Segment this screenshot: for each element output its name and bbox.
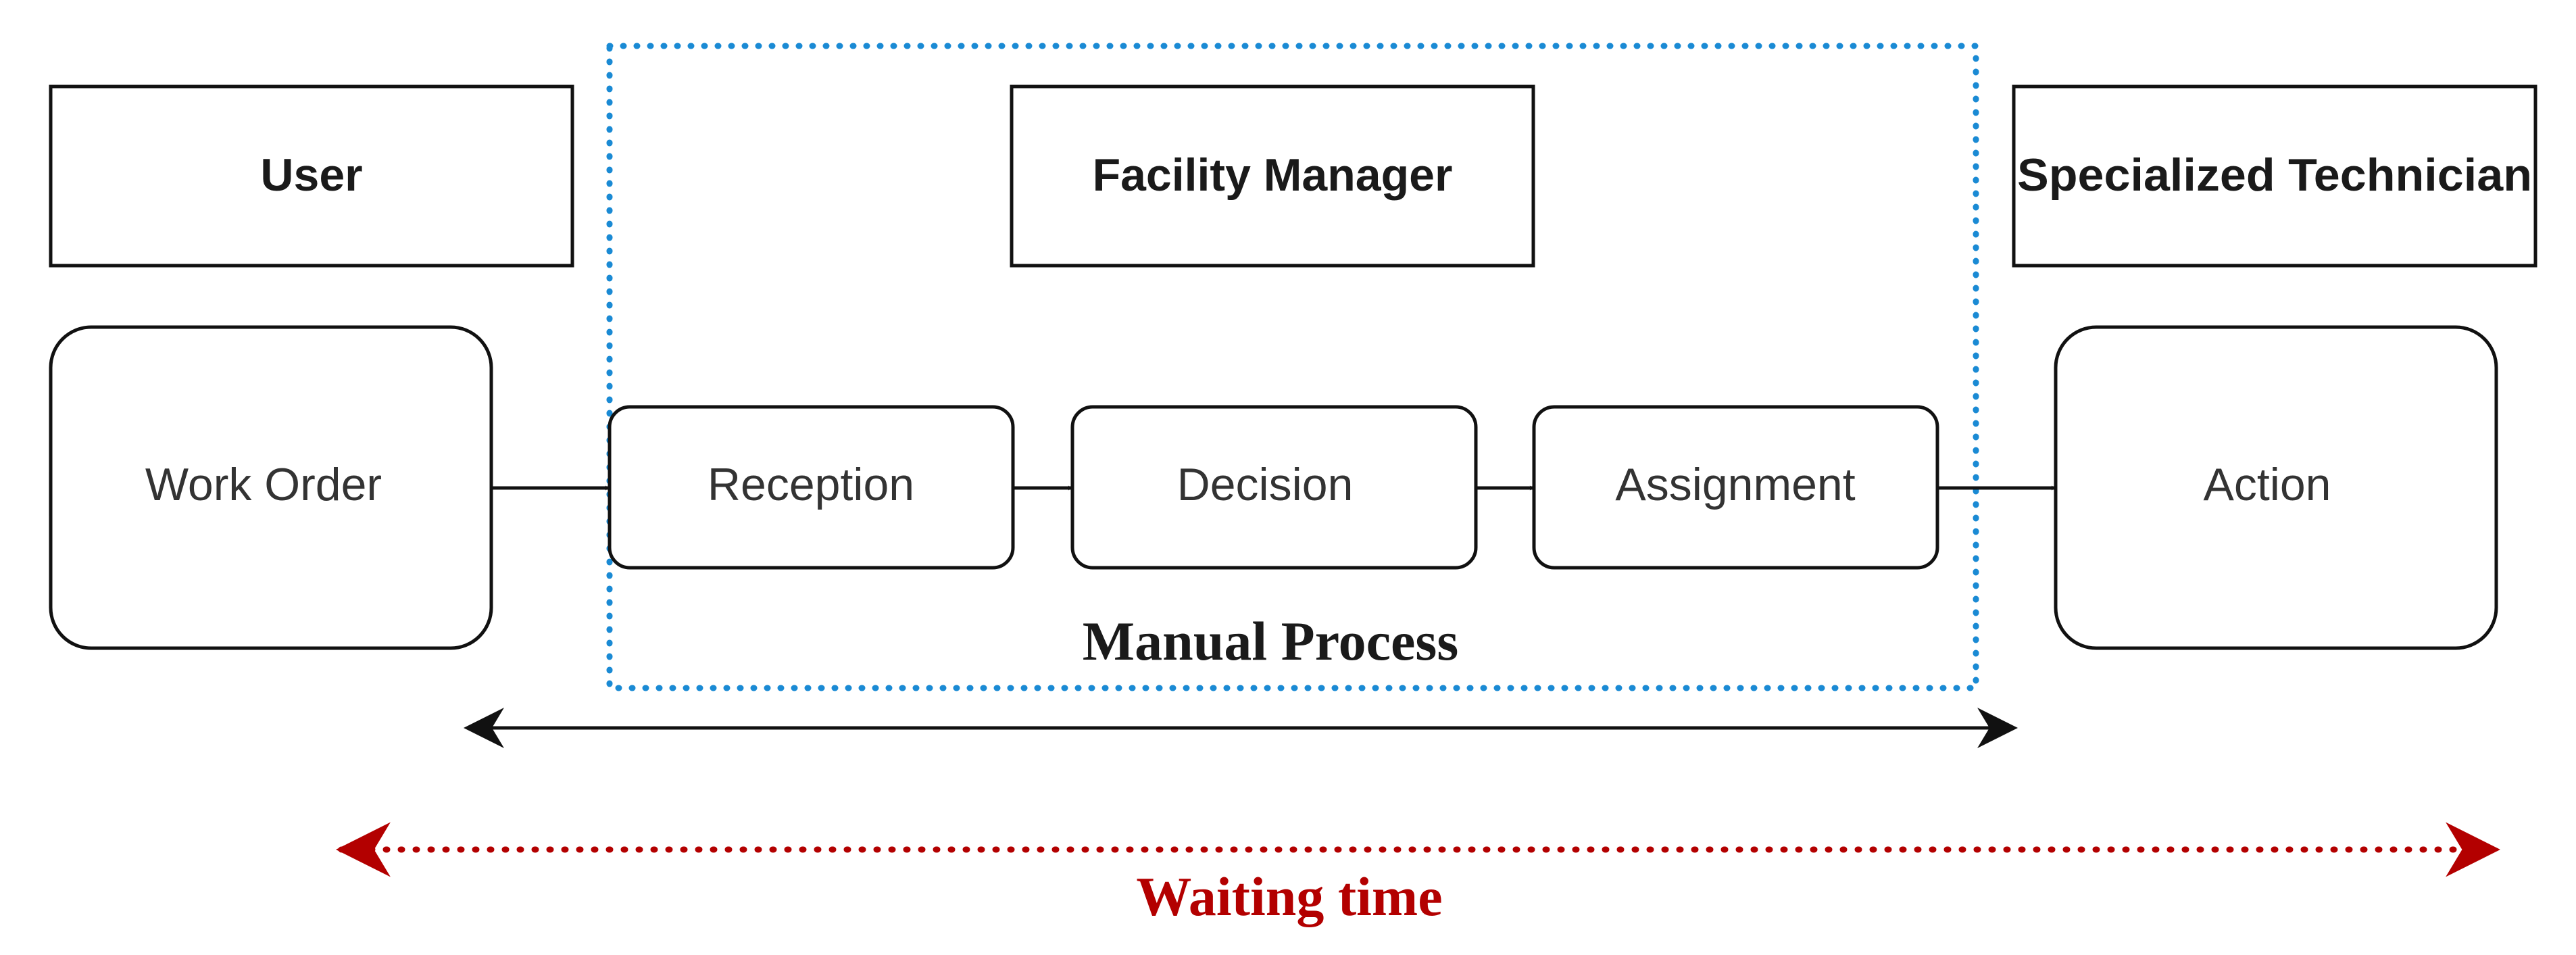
role-user-label: User [260, 149, 362, 201]
manual-process-label: Manual Process [1083, 610, 1459, 672]
role-specialized-technician: Specialized Technician [2012, 84, 2537, 268]
step-work-order-label: Work Order [145, 459, 382, 510]
step-reception: Reception [608, 405, 1015, 570]
step-decision: Decision [1070, 405, 1478, 570]
waiting-time-label: Waiting time [1136, 866, 1442, 927]
step-action-label: Action [2204, 459, 2331, 510]
step-action: Action [2054, 325, 2498, 650]
role-facility-manager: Facility Manager [1010, 84, 1535, 268]
role-user: User [49, 84, 574, 268]
role-specialized-technician-label: Specialized Technician [2017, 149, 2532, 201]
manual-process-boundary [606, 43, 1979, 691]
step-decision-label: Decision [1177, 459, 1354, 510]
step-assignment-label: Assignment [1615, 459, 1855, 510]
role-facility-manager-label: Facility Manager [1093, 149, 1453, 201]
step-work-order: Work Order [49, 325, 493, 650]
step-reception-label: Reception [708, 459, 914, 510]
step-assignment: Assignment [1532, 405, 1939, 570]
